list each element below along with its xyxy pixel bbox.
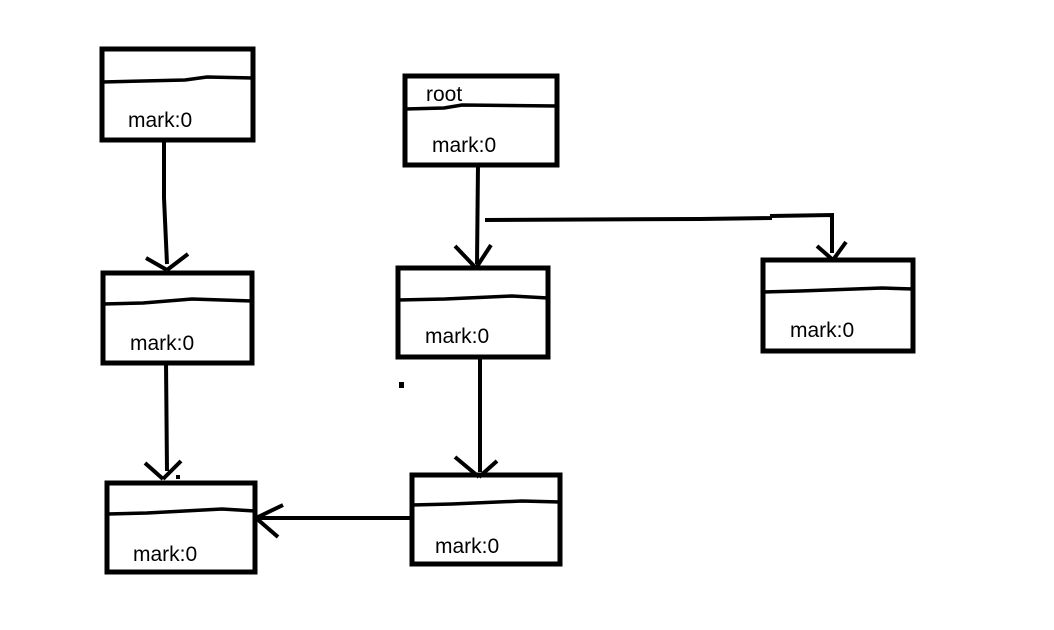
node-divider [102,297,253,306]
node-box [104,480,258,575]
node-mark-label: mark:0 [133,543,197,566]
node-mark-label: mark:0 [425,325,489,348]
edge-line [162,141,169,265]
node-mark-label: mark:0 [432,134,496,157]
node-right: mark:0 [760,257,916,354]
node-mid-left: mark:0 [100,270,255,366]
node-box [395,265,551,360]
node-mark-label: mark:0 [128,109,192,132]
edge-topleft-to-midleft [145,141,190,272]
node-bottom-center: mark:0 [409,472,563,567]
edge-midcenter-to-bottomcenter [453,356,499,479]
stray-ink-dot [399,382,404,388]
node-divider [106,507,256,516]
node-divider [404,103,558,111]
node-mark-label: mark:0 [790,319,854,342]
node-divider [101,75,254,84]
arrowhead-left-icon [254,503,284,539]
node-divider [762,286,914,294]
node-root: root mark:0 [402,73,560,168]
node-box [402,73,560,168]
node-mark-label: mark:0 [130,332,194,355]
node-box [100,270,255,366]
node-box [99,46,256,143]
node-title: root [426,83,462,106]
arrowhead-down-icon [143,459,183,481]
edge-midleft-to-bottomleft [143,361,183,481]
edge-line [484,212,834,253]
node-divider [411,499,561,507]
arrowhead-down-icon [145,252,190,272]
edge-line [475,163,480,265]
node-mark-label: mark:0 [435,535,499,558]
edge-bottomcenter-to-bottomleft [254,503,412,539]
edge-line [164,361,169,472]
edge-root-to-right [484,212,848,262]
node-box [760,257,916,354]
arrowhead-speck [176,475,180,479]
node-mid-center: mark:0 [395,265,551,360]
arrowhead-down-icon [453,243,493,270]
node-bottom-left: mark:0 [104,480,258,575]
edge-root-to-midcenter [453,163,493,270]
node-divider [397,294,549,302]
node-box [409,472,563,567]
node-top-left: mark:0 [99,46,256,143]
